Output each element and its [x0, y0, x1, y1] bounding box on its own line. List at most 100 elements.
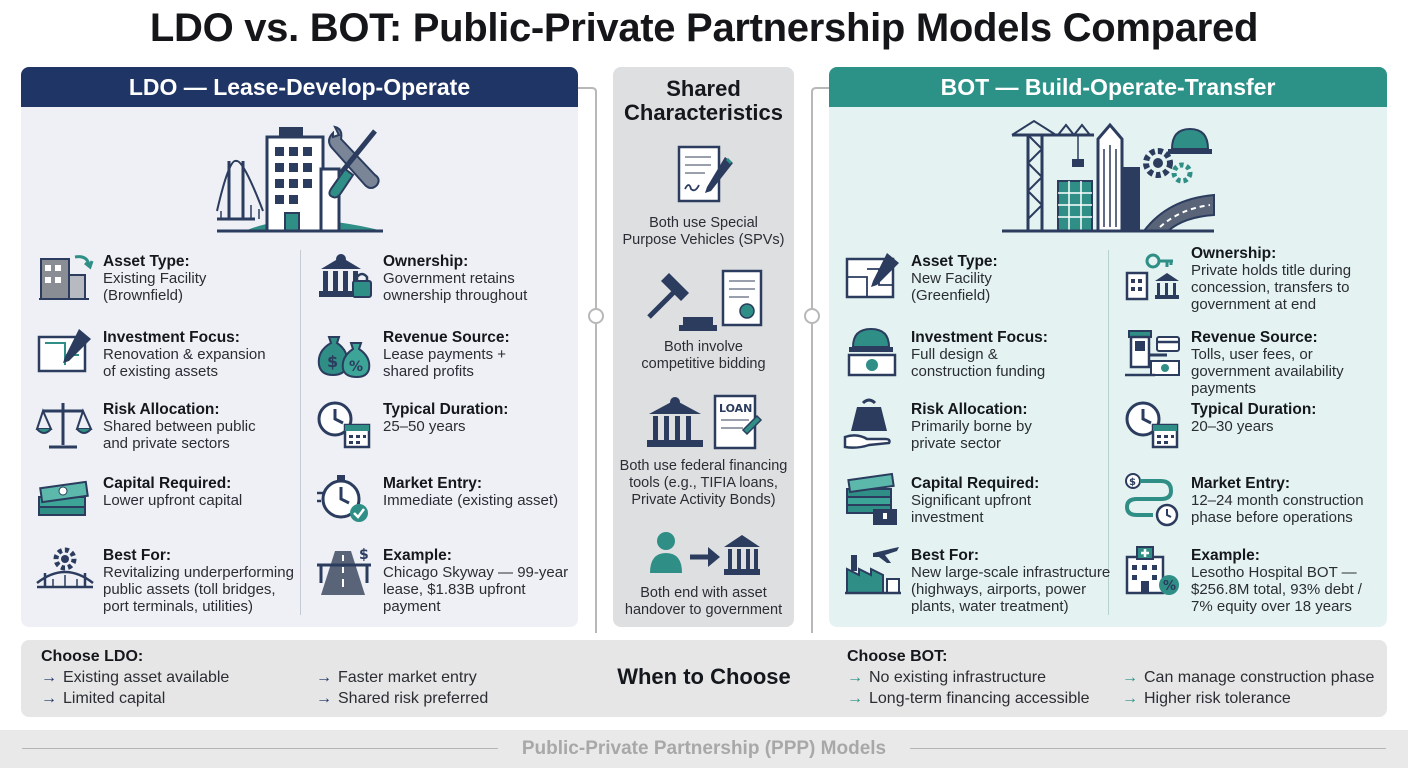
choose-ldo-item: → Faster market entry	[316, 669, 477, 687]
item-value: Lease payments + shared profits	[383, 346, 506, 380]
connector-right	[804, 87, 830, 633]
shared-title: Shared Characteristics	[624, 76, 783, 125]
hand-weight-icon	[843, 398, 891, 449]
cash-stack-icon	[38, 480, 89, 516]
choose-bot-title: Choose BOT:	[847, 648, 948, 665]
bot-example: % Example:Lesotho Hospital BOT — $256.8M…	[1123, 543, 1362, 615]
item-label: Typical Duration:	[383, 401, 509, 418]
ldo-investment-focus: Investment Focus:Renovation & expansion …	[35, 325, 266, 381]
toll-booth-icon	[1125, 330, 1180, 377]
item-label: Revenue Source:	[383, 329, 510, 346]
item-value: Significant upfront investment	[911, 492, 1032, 526]
item-label: Market Entry:	[383, 475, 483, 492]
choose-bot-text: Higher risk tolerance	[1144, 690, 1291, 707]
item-value: Revitalizing underperforming public asse…	[103, 564, 294, 615]
item-value: Primarily borne by private sector	[911, 418, 1032, 452]
arrow-icon: →	[316, 669, 332, 686]
choose-ldo-text: Existing asset available	[63, 669, 230, 686]
arrow-icon: →	[847, 690, 863, 707]
connector-left	[578, 87, 604, 633]
bot-market-entry: $ Market Entry:12–24 month construction …	[1123, 471, 1364, 527]
ldo-asset-type: Asset Type:Existing Facility (Brownfield…	[35, 249, 206, 305]
item-value: Tolls, user fees, or government availabi…	[1191, 346, 1344, 397]
stopwatch-check-icon	[317, 475, 368, 522]
item-label: Investment Focus:	[911, 329, 1048, 346]
choose-ldo-item: →Existing asset available	[41, 669, 229, 687]
bot-risk-allocation: Risk Allocation:Primarily borne by priva…	[843, 397, 1032, 453]
choose-ldo-text: Limited capital	[63, 690, 166, 707]
shared-item-text: Both involve competitive bidding	[641, 339, 766, 372]
key-transfer-icon	[1125, 253, 1179, 301]
item-label: Asset Type:	[911, 253, 998, 270]
when-to-choose-bar: Choose LDO: →Existing asset available →L…	[21, 640, 1387, 717]
svg-text:$: $	[327, 352, 338, 371]
arrow-icon: →	[316, 690, 332, 707]
toll-road-icon: $	[317, 547, 371, 595]
bank-loan-icon: LOAN	[646, 394, 762, 450]
shared-item-text: Both use Special Purpose Vehicles (SPVs)	[622, 215, 785, 248]
shared-item-text: Both end with asset handover to governme…	[624, 585, 783, 618]
bot-hero-illustration	[829, 119, 1387, 249]
loan-label: LOAN	[719, 402, 752, 415]
shared-item-spv: Both use Special Purpose Vehicles (SPVs)	[613, 141, 794, 249]
bot-header: BOT — Build-Operate-Transfer	[829, 67, 1387, 107]
choose-bot-item: → Long-term financing accessible	[847, 690, 1090, 708]
item-label: Typical Duration:	[1191, 401, 1317, 418]
scales-icon	[35, 403, 93, 449]
contract-signature-icon	[677, 145, 733, 203]
bot-panel: BOT — Build-Operate-Transfer	[829, 67, 1387, 627]
item-label: Example:	[1191, 547, 1260, 564]
ldo-header: LDO — Lease-Develop-Operate	[21, 67, 578, 107]
item-value: Shared between public and private sector…	[103, 418, 256, 452]
ldo-panel: LDO — Lease-Develop-Operate	[21, 67, 578, 627]
government-lock-icon	[319, 254, 372, 298]
item-value: Government retains ownership throughout	[383, 270, 528, 304]
item-value: New Facility (Greenfield)	[911, 270, 992, 304]
svg-text:%: %	[349, 359, 363, 375]
choose-ldo-item: →Shared risk preferred	[316, 690, 488, 708]
bot-typical-duration: Typical Duration:20–30 years	[1123, 397, 1316, 453]
bot-asset-type: Asset Type:New Facility (Greenfield)	[843, 249, 998, 305]
item-label: Best For:	[911, 547, 980, 564]
bot-capital-required: Capital Required:Significant upfront inv…	[843, 471, 1039, 527]
footer-text: Public-Private Partnership (PPP) Models	[521, 738, 887, 759]
item-label: Market Entry:	[1191, 475, 1291, 492]
ldo-typical-duration: Typical Duration:25–50 years	[315, 397, 508, 453]
svg-text:$: $	[359, 547, 369, 563]
page-title: LDO vs. BOT: Public-Private Partnership …	[149, 6, 1259, 50]
item-value: 12–24 month construction phase before op…	[1191, 492, 1364, 526]
item-value: Immediate (existing asset)	[383, 492, 559, 509]
choose-ldo-item: →Limited capital	[41, 690, 165, 708]
item-value: 20–30 years	[1191, 418, 1274, 435]
bot-column-divider	[1108, 250, 1109, 615]
item-label: Asset Type:	[103, 253, 190, 270]
choose-ldo-text: Faster market entry	[338, 669, 477, 686]
svg-text:%: %	[1163, 579, 1176, 594]
bridge-building-tools-icon	[215, 125, 383, 233]
choose-bot-item: → Higher risk tolerance	[1122, 690, 1291, 708]
gear-bridge-icon	[36, 547, 94, 589]
handover-icon	[649, 532, 760, 575]
choose-bot-item: → Can manage construction phase	[1122, 669, 1374, 687]
ldo-risk-allocation: Risk Allocation:Shared between public an…	[35, 397, 256, 453]
svg-text:$: $	[1129, 477, 1136, 488]
arrow-icon: →	[1122, 690, 1138, 707]
timeline-clock-icon: $	[1124, 473, 1179, 527]
choose-bot-text: Can manage construction phase	[1144, 669, 1375, 686]
shared-item-bidding: Both involve competitive bidding	[613, 267, 794, 373]
shared-item-federal-financing: LOAN Both use federal financing tools (e…	[613, 392, 794, 509]
shared-characteristics-panel: Shared Characteristics Both use Special …	[613, 67, 794, 627]
footer-rule-left	[22, 748, 498, 749]
choose-bot-text: Long-term financing accessible	[869, 690, 1090, 707]
bot-best-for: Best For:New large-scale infrastructure …	[843, 543, 1110, 615]
ldo-capital-required: Capital Required:Lower upfront capital	[35, 471, 242, 527]
arrow-icon: →	[847, 669, 863, 686]
item-value: Lesotho Hospital BOT — $256.8M total, 93…	[1191, 564, 1362, 615]
item-value: New large-scale infrastructure (highways…	[911, 564, 1111, 615]
arrow-icon: →	[1122, 669, 1138, 686]
factory-plane-icon	[845, 547, 901, 595]
crane-construction-icon	[1002, 119, 1215, 233]
clock-calendar-icon	[317, 401, 371, 449]
ldo-market-entry: Market Entry:Immediate (existing asset)	[315, 471, 558, 527]
item-value: Lower upfront capital	[103, 492, 243, 509]
